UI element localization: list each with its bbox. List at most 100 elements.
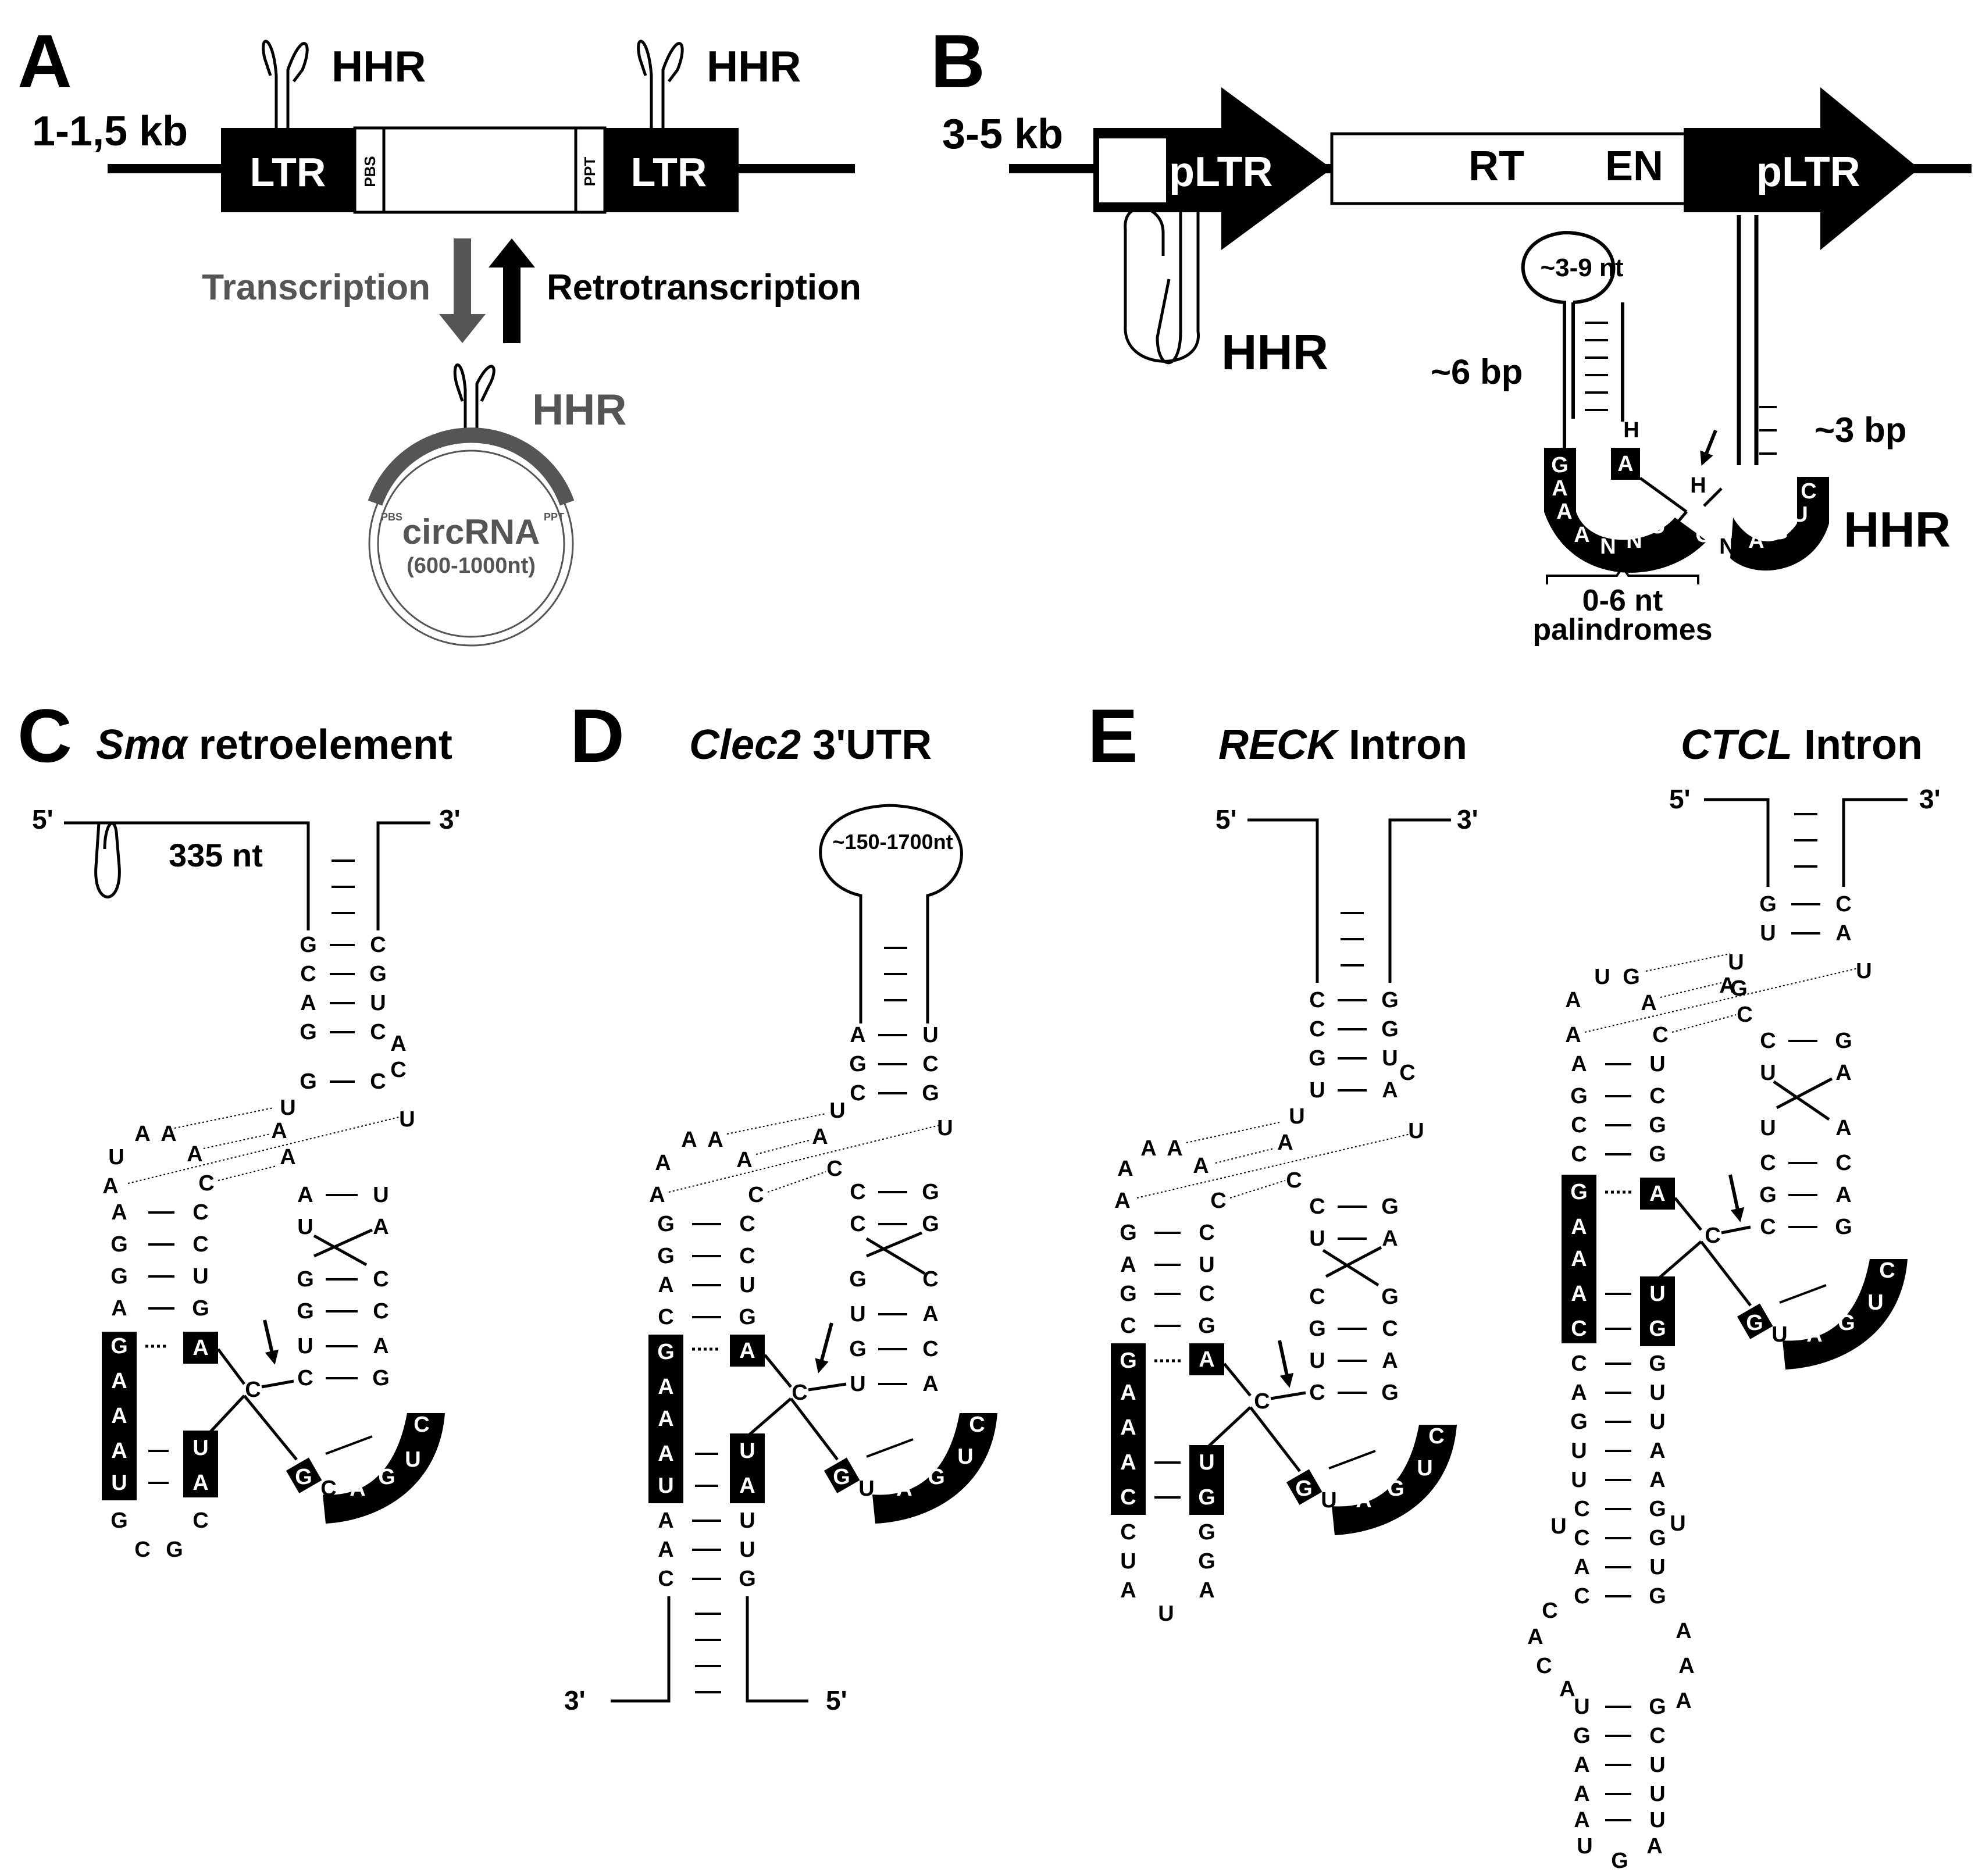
- panel-b-h2: H: [1690, 473, 1706, 498]
- svg-text:U: U: [1728, 950, 1744, 975]
- svg-text:G: G: [1759, 1183, 1777, 1207]
- svg-text:G: G: [372, 1366, 390, 1390]
- panel-f-box-ug-g: G: [1649, 1317, 1666, 1341]
- svg-text:A: A: [1120, 1381, 1136, 1405]
- svg-text:U: U: [922, 1023, 938, 1047]
- panel-e-box-ug: [1189, 1445, 1224, 1515]
- svg-text:A: A: [1835, 1116, 1851, 1140]
- svg-text:A: A: [922, 1302, 938, 1326]
- svg-text:C: C: [1399, 1061, 1415, 1085]
- svg-text:C: C: [413, 1413, 429, 1437]
- svg-text:C: C: [1737, 1003, 1752, 1027]
- svg-text:C: C: [198, 1171, 214, 1196]
- svg-text:A: A: [1199, 1578, 1214, 1603]
- svg-text:A: A: [111, 1369, 127, 1393]
- panel-d-core-letters: G A A A U: [657, 1340, 675, 1498]
- svg-text:A: A: [1574, 1753, 1589, 1777]
- panel-d-loop2-band: [872, 1413, 997, 1524]
- panel-a-letter: A: [17, 19, 72, 104]
- svg-text:U: U: [1550, 1514, 1566, 1539]
- panel-e-box-ug-u: U: [1199, 1450, 1214, 1475]
- svg-text:A: A: [1559, 1677, 1575, 1702]
- svg-text:C: C: [370, 933, 386, 957]
- panel-b-stem3-strands: [1737, 215, 1759, 465]
- svg-text:U: U: [1158, 1602, 1174, 1626]
- panel-a-circ-pbs: PBS: [381, 511, 402, 523]
- svg-text:U: U: [1120, 1549, 1136, 1574]
- panel-f-box-ug: [1640, 1276, 1675, 1346]
- svg-text:G: G: [1381, 1017, 1399, 1042]
- svg-text:G: G: [1120, 1349, 1137, 1373]
- svg-text:U: U: [1649, 1782, 1665, 1806]
- svg-text:U: U: [850, 1372, 865, 1396]
- svg-text:U: U: [1649, 1410, 1665, 1434]
- svg-text:G: G: [833, 1465, 850, 1489]
- svg-text:U: U: [1309, 1078, 1325, 1103]
- panel-f-inner-loop: C A C A A A A: [1527, 1599, 1694, 1713]
- svg-text:G: G: [1649, 1584, 1666, 1608]
- svg-text:C: C: [193, 1232, 208, 1257]
- svg-text:A: A: [658, 1273, 673, 1297]
- svg-text:A: A: [658, 1375, 673, 1399]
- svg-text:G: G: [1649, 1695, 1666, 1719]
- svg-text:A: A: [1641, 991, 1656, 1015]
- panel-e-end3: 3': [1457, 804, 1478, 834]
- svg-text:A: A: [1382, 1349, 1398, 1373]
- svg-text:G: G: [369, 962, 387, 986]
- svg-text:C: C: [1571, 1142, 1587, 1167]
- svg-text:C: C: [739, 1244, 755, 1268]
- panel-a-retrotranscription: Retrotranscription: [547, 268, 861, 308]
- svg-text:A: A: [1527, 1625, 1543, 1649]
- svg-text:A: A: [111, 1296, 127, 1321]
- panel-a-internal-region: [382, 126, 578, 214]
- svg-text:A: A: [1574, 1555, 1589, 1579]
- svg-text:U: U: [739, 1508, 755, 1533]
- svg-text:U: U: [1760, 1061, 1776, 1085]
- panel-b-en: EN: [1605, 143, 1663, 190]
- svg-text:C: C: [1309, 988, 1325, 1012]
- panel-d-cleavage-arrow: [815, 1322, 833, 1374]
- svg-text:G: G: [295, 1465, 312, 1489]
- svg-text:U: U: [1571, 1439, 1587, 1463]
- svg-text:U: U: [1760, 921, 1776, 946]
- svg-text:G: G: [1198, 1549, 1215, 1574]
- svg-text:G: G: [1838, 1311, 1855, 1335]
- svg-text:U: U: [829, 1099, 845, 1123]
- svg-text:A: A: [649, 1183, 665, 1207]
- svg-text:C: C: [922, 1052, 938, 1076]
- svg-text:C: C: [297, 1366, 313, 1390]
- svg-text:G: G: [166, 1538, 183, 1562]
- svg-text:C: C: [1309, 1194, 1325, 1219]
- panel-c-loop2: G G C A G U C: [286, 1413, 430, 1501]
- svg-text:C: C: [1760, 1215, 1776, 1239]
- panel-d-core-connectors: [746, 1354, 847, 1461]
- svg-text:A: A: [1565, 1023, 1581, 1047]
- panel-b-palindromes-b: palindromes: [1532, 613, 1712, 647]
- panel-c-core-connectors: [199, 1348, 298, 1461]
- svg-text:G: G: [110, 1508, 128, 1533]
- svg-text:C: C: [850, 1081, 865, 1105]
- panel-d-end3: 3': [564, 1685, 586, 1715]
- panel-a-retrotranscription-arrow: [489, 238, 535, 343]
- svg-text:U: U: [1417, 1456, 1432, 1481]
- panel-e-letter: E: [1088, 693, 1138, 778]
- panel-f-loop2: G U A G U C: [1737, 1258, 1895, 1347]
- panel-b: B 3-5 kb pLTR RT EN pLTR HHR ~3-9 nt ~6 …: [931, 19, 1972, 647]
- panel-c-end3: 3': [439, 804, 461, 834]
- panel-a-hhr-circ: HHR: [532, 385, 627, 434]
- panel-d-box-ua-a: A: [739, 1474, 755, 1498]
- svg-text:A: A: [1676, 1689, 1691, 1713]
- svg-text:A: A: [1574, 523, 1589, 547]
- svg-text:A: A: [1646, 1834, 1662, 1859]
- svg-text:U: U: [399, 1107, 415, 1132]
- svg-text:C: C: [1309, 1381, 1325, 1405]
- svg-text:A: A: [658, 1442, 673, 1466]
- svg-text:G: G: [657, 1212, 675, 1236]
- panel-f-loop2-band: [1783, 1259, 1908, 1369]
- svg-text:U: U: [111, 1471, 127, 1495]
- panel-d-core-box: [648, 1335, 683, 1503]
- svg-text:A: A: [1571, 1381, 1587, 1405]
- panel-b-stem1-bars: [1585, 322, 1608, 411]
